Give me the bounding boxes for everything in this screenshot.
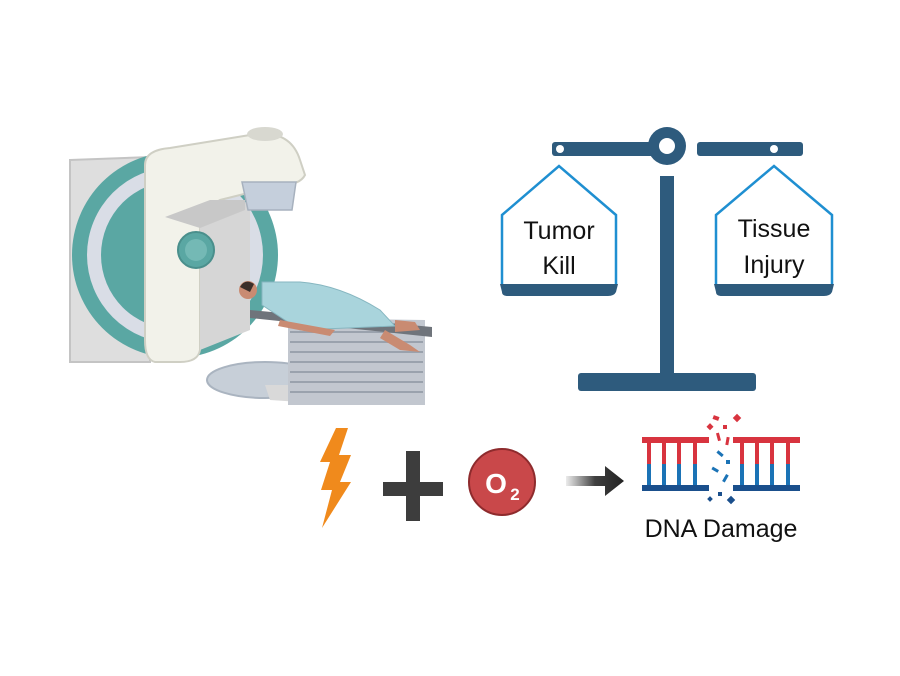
right-pan-outline <box>714 164 834 285</box>
oxygen-label: O <box>485 468 507 499</box>
left-pan-outline <box>500 164 618 285</box>
linac-machine-illustration <box>69 127 432 405</box>
oxygen-subscript: 2 <box>510 485 519 504</box>
damaged-dna-icon <box>642 413 800 505</box>
left-pan-label-line1: Tumor <box>523 217 594 245</box>
equation-row: O 2 <box>320 413 800 543</box>
right-pan-label-line1: Tissue <box>738 215 811 243</box>
balance-scale: Tumor Kill Tissue Injury <box>500 127 834 391</box>
lightning-bolt-icon <box>320 428 351 528</box>
scale-beam-left <box>552 142 656 156</box>
scale-base <box>578 373 756 391</box>
dna-damage-label: DNA Damage <box>645 515 798 543</box>
oxygen-molecule-icon: O 2 <box>468 448 536 516</box>
scale-beam-right <box>697 142 803 156</box>
right-pan-label-line2: Injury <box>743 251 805 279</box>
arrow-right-icon <box>566 466 624 496</box>
left-pan-tray <box>500 284 618 296</box>
plus-icon <box>383 451 443 521</box>
left-pan-label-line2: Kill <box>542 252 575 280</box>
scale-post <box>660 176 674 376</box>
right-pan-tray <box>714 284 834 296</box>
